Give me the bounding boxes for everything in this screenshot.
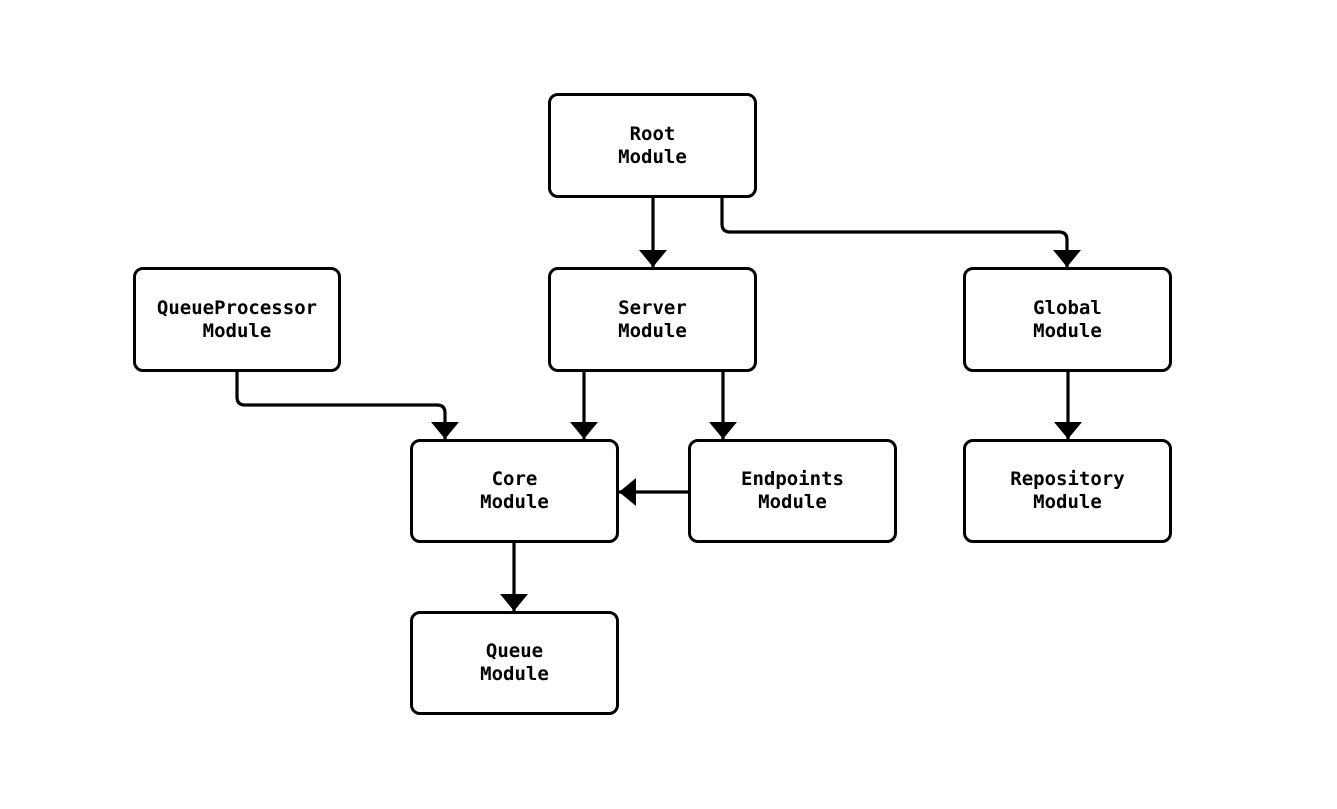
node-label-repository-module: Repository Module xyxy=(1010,468,1125,513)
node-label-server-module: Server Module xyxy=(618,296,687,342)
node-label-queueprocessor-module: QueueProcessor Module xyxy=(156,296,318,342)
node-root-module: Root Module xyxy=(548,93,757,198)
node-label-core-module: Core Module xyxy=(480,468,549,513)
edge-root-module-to-global-module xyxy=(720,198,1081,267)
node-repository-module: Repository Module xyxy=(963,439,1172,543)
node-label-global-module: Global Module xyxy=(1033,296,1102,342)
node-label-root-module: Root Module xyxy=(618,122,687,168)
node-core-module: Core Module xyxy=(410,439,619,543)
node-global-module: Global Module xyxy=(963,267,1172,372)
node-queueprocessor-module: QueueProcessor Module xyxy=(133,267,341,372)
node-endpoints-module: Endpoints Module xyxy=(688,439,897,543)
edge-queueprocessor-module-to-core-module xyxy=(235,372,459,439)
node-label-queue-module: Queue Module xyxy=(480,640,549,685)
node-server-module: Server Module xyxy=(548,267,757,372)
node-label-endpoints-module: Endpoints Module xyxy=(741,468,844,513)
node-queue-module: Queue Module xyxy=(410,611,619,715)
